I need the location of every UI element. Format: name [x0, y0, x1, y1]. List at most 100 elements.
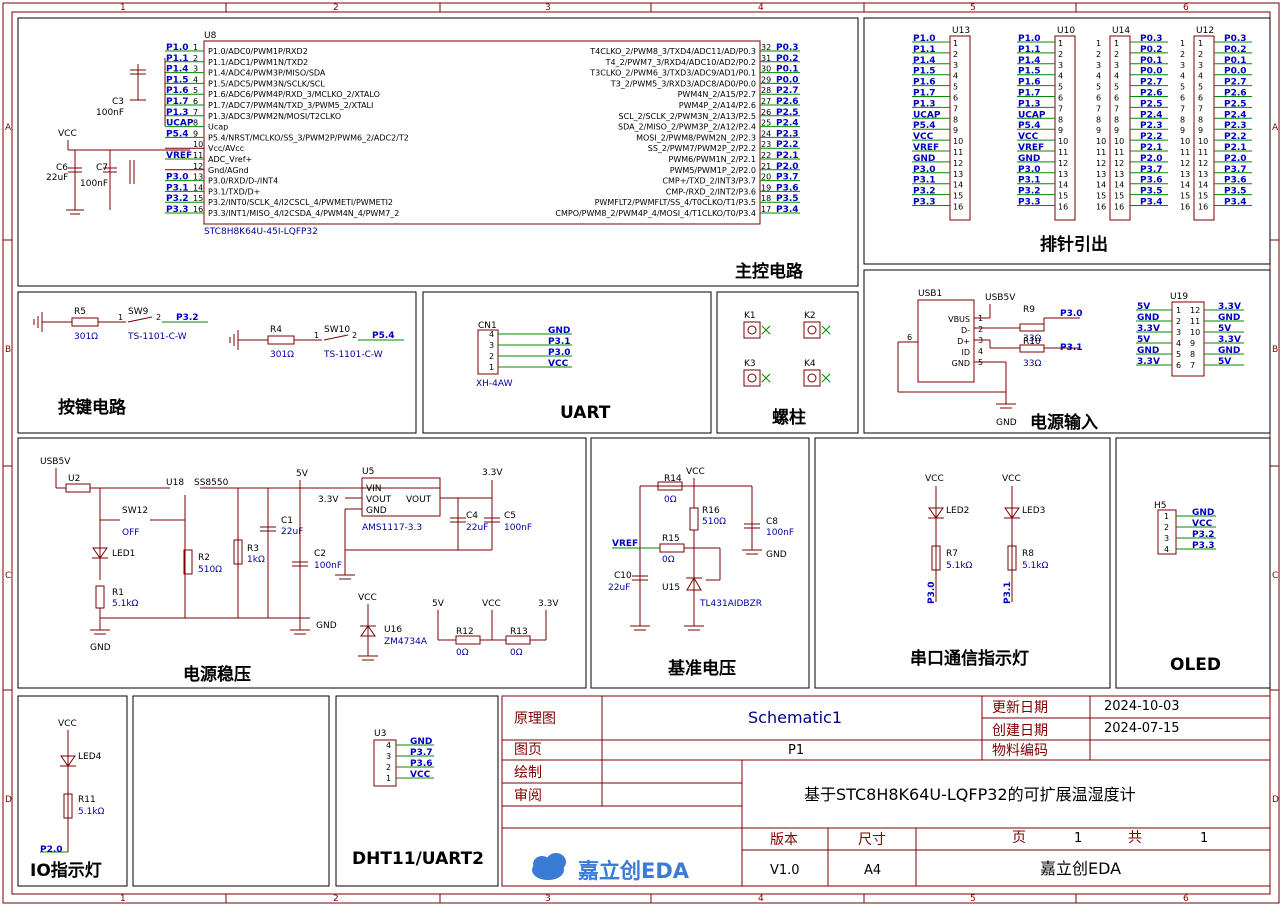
usb-pin-name: D+ — [957, 337, 970, 346]
header-pin: 5 — [953, 83, 958, 92]
svg-text:VREF: VREF — [612, 539, 638, 549]
mcu-pin-number: 32 — [761, 43, 771, 52]
ruler-col: 5 — [970, 3, 976, 13]
svg-text:5V: 5V — [296, 469, 309, 479]
key-pin: 1 — [118, 313, 123, 322]
header-net: P2.0 — [1140, 154, 1163, 164]
mcu-pin-number: 29 — [761, 75, 771, 84]
header-net: P2.2 — [1140, 132, 1163, 142]
svg-text:U18: U18 — [166, 478, 184, 488]
mcu-pin-name: T3_2/PWM5_3/RXD3/ADC8/AD0/P0.0 — [610, 79, 756, 88]
header-net: P3.1 — [913, 176, 936, 186]
mcu-net-right: P0.2 — [776, 54, 799, 64]
mcu-pin-number: 31 — [761, 54, 771, 63]
svg-text:VCC: VCC — [482, 599, 501, 609]
title-uart: UART — [560, 403, 611, 423]
title-screw: 螺柱 — [772, 407, 806, 428]
svg-text:R14: R14 — [664, 474, 682, 484]
header-pin: 4 — [1058, 72, 1063, 81]
mcu-pin-name: ADC_Vref+ — [208, 155, 252, 164]
header-net: P1.7 — [913, 89, 936, 99]
mcu-pin-number: 9 — [193, 129, 198, 138]
ruler-col: 6 — [1183, 894, 1189, 904]
header-pin: 6 — [1180, 94, 1185, 103]
screw-ref: K2 — [804, 311, 816, 321]
ruler-row: B — [5, 345, 11, 355]
mcu-pin-name: P1.5/ADC5/PWM3N/SCLK/SCL — [208, 79, 325, 88]
svg-text:R1: R1 — [112, 588, 124, 598]
header-pin: 7 — [1096, 104, 1101, 113]
mcu-pin-number: 4 — [193, 75, 198, 84]
ruler-col: 1 — [120, 894, 126, 904]
header-net: P1.1 — [1018, 45, 1041, 55]
header-net: P0.1 — [1140, 56, 1163, 66]
mcu-pin-name: Vcc/AVcc — [208, 144, 244, 153]
title-oled: OLED — [1170, 655, 1221, 675]
header-net: P1.5 — [1018, 67, 1041, 77]
mcu-net-right: P0.0 — [776, 75, 799, 85]
header-pin: 6 — [953, 94, 958, 103]
header-net: P5.4 — [913, 121, 936, 131]
header-pin: 16 — [1096, 203, 1106, 212]
header-pin: 3 — [953, 61, 958, 70]
mcu-net-right: P2.1 — [776, 151, 799, 161]
header-pin: 11 — [1096, 148, 1106, 157]
header-pin: 9 — [1198, 126, 1203, 135]
u19-pin: 2 — [1176, 317, 1181, 326]
header-pin: 8 — [953, 115, 958, 124]
svg-text:V1.0: V1.0 — [770, 863, 800, 878]
header-pin: 10 — [1058, 137, 1068, 146]
ruler-row: A — [5, 123, 12, 133]
usb-pin-name: GND — [952, 359, 970, 368]
oled-net: VCC — [1192, 519, 1213, 529]
header-pin: 13 — [1096, 170, 1106, 179]
header-pin: 1 — [1114, 39, 1119, 48]
screw-hole-icon — [803, 369, 821, 387]
key-switch-part: TS-1101-C-W — [127, 332, 187, 342]
u19-net-left: 3.3V — [1137, 357, 1160, 367]
svg-text:0Ω: 0Ω — [456, 648, 469, 658]
u19-pin: 12 — [1190, 306, 1200, 315]
header-pin: 16 — [1058, 203, 1068, 212]
usb-pin-number: 6 — [907, 333, 912, 342]
header-pin: 7 — [1198, 104, 1203, 113]
header-net: P3.4 — [1224, 198, 1247, 208]
header-pin: 7 — [1058, 104, 1063, 113]
tb-description: 基于STC8H8K64U-LQFP32的可扩展温湿度计 — [804, 785, 1136, 804]
header-net: P3.6 — [1140, 176, 1163, 186]
svg-text:P1: P1 — [788, 743, 804, 758]
mcu-pin-number: 25 — [761, 119, 771, 128]
usb-pin-name: D- — [961, 326, 970, 335]
mcu-net-right: P3.6 — [776, 183, 799, 193]
key-pin: 2 — [156, 313, 161, 322]
header-pin: 7 — [953, 104, 958, 113]
usb-pin-name: VBUS — [948, 315, 970, 324]
header-net: VCC — [913, 132, 934, 142]
header-net: UCAP — [1018, 110, 1046, 120]
svg-text:100nF: 100nF — [80, 179, 108, 189]
svg-text:5.1kΩ: 5.1kΩ — [78, 807, 105, 817]
header-pin: 8 — [1058, 115, 1063, 124]
svg-text:GND: GND — [366, 506, 387, 516]
header-pin: 11 — [1058, 148, 1068, 157]
u19-pin: 8 — [1190, 350, 1195, 359]
svg-text:R11: R11 — [78, 795, 96, 805]
header-net: P3.7 — [1140, 165, 1163, 175]
header-pin: 5 — [1180, 83, 1185, 92]
header-pin: 12 — [1096, 159, 1106, 168]
svg-text:C1: C1 — [281, 516, 293, 526]
header-net: P2.6 — [1140, 89, 1163, 99]
header-pin: 16 — [1198, 203, 1208, 212]
svg-text:LED3: LED3 — [1022, 506, 1045, 516]
screw-hole-icon — [743, 321, 761, 339]
key-pin: 1 — [314, 331, 319, 340]
header-pin: 6 — [1114, 94, 1119, 103]
header-pin: 3 — [1058, 61, 1063, 70]
header-net: P0.0 — [1140, 67, 1163, 77]
svg-text:LED4: LED4 — [78, 752, 102, 762]
usb-pin-number: 2 — [978, 325, 983, 334]
mcu-pin-name: Gnd/AGnd — [208, 166, 249, 175]
svg-text:U3: U3 — [374, 729, 386, 739]
